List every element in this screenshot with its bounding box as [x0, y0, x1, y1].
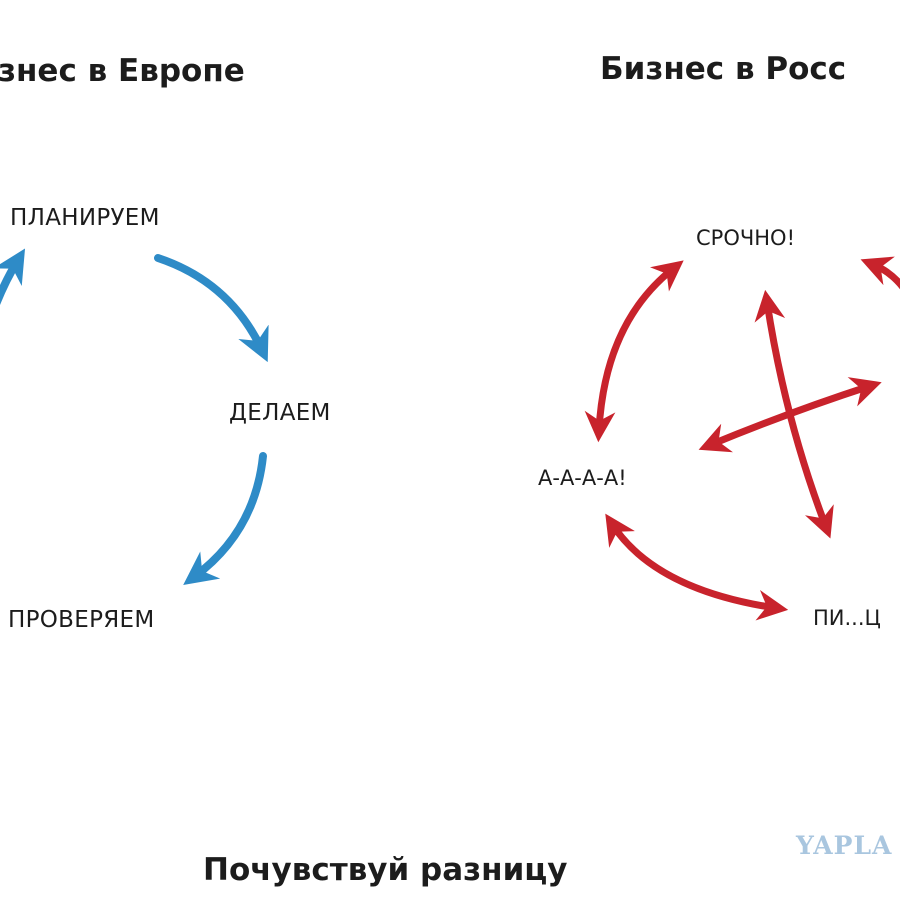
russia-title: Бизнес в Росс	[600, 51, 847, 87]
russia-arrow-urgent-panic	[584, 260, 684, 443]
europe-arrow-check-to-plan	[0, 248, 26, 306]
europe-node-plan: ПЛАНИРУЕМ	[10, 205, 160, 231]
footer-caption: Почувствуй разницу	[203, 852, 568, 888]
europe-title: знес в Европе	[0, 53, 245, 89]
europe-arrow-do-to-check	[183, 452, 267, 585]
russia-node-pi: ПИ...Ц	[813, 606, 881, 630]
russia-arrow-cross-horizontal	[698, 377, 882, 453]
russia-arrow-urgent-right	[860, 256, 900, 290]
europe-node-check: ПРОВЕРЯЕМ	[8, 607, 155, 633]
russia-arrow-panic-pi	[605, 513, 789, 621]
russia-node-panic: А-А-А-А!	[538, 466, 627, 490]
europe-node-do: ДЕЛАЕМ	[229, 400, 331, 426]
russia-node-urgent: СРОЧНО!	[696, 226, 795, 250]
europe-arrow-plan-to-do	[154, 254, 269, 363]
watermark-logo: YAPLA	[796, 831, 893, 860]
